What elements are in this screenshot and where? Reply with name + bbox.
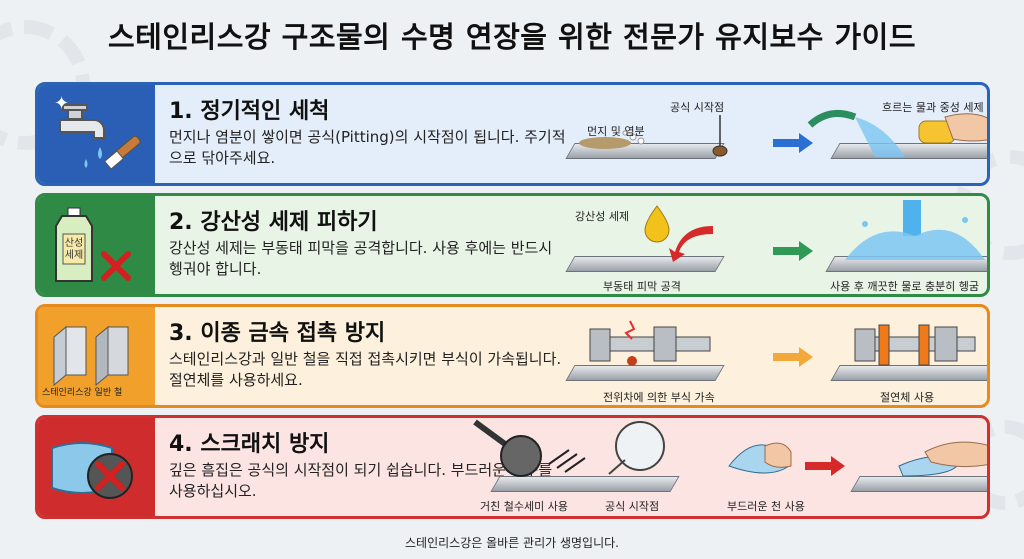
- label-rough-steel-wool: 거친 철수세미 사용: [480, 500, 568, 513]
- acid-drop-icon: [644, 205, 713, 262]
- cloth-scrubber-icon-panel: [38, 418, 155, 516]
- section-prevent-scratches: 4. 스크래치 방지 깊은 흠집은 공식의 시작점이 되기 쉽습니다. 부드러운…: [35, 415, 990, 519]
- footer-note: 스테인리스강은 올바른 관리가 생명입니다.: [405, 536, 619, 550]
- label-dust-salt: 먼지 및 염분: [587, 125, 645, 138]
- section-heading: 2. 강산성 세제 피하기: [169, 210, 378, 235]
- section-heading: 4. 스크래치 방지: [169, 432, 330, 457]
- section-heading: 3. 이종 금속 접촉 방지: [169, 321, 386, 346]
- metal-plates-label: 스테인리스강 일반 철: [42, 388, 123, 398]
- cloth-scrubber-icon: [51, 442, 133, 499]
- right-arrow-icon: [805, 456, 845, 476]
- page-title: 스테인리스강 구조물의 수명 연장을 위한 전문가 유지보수 가이드: [107, 20, 917, 54]
- section-description: 강산성 세제는 부동태 피막을 공격합니다. 사용 후에는 반드시 헹궈야 합니…: [169, 239, 553, 278]
- section-description: 깊은 흠집은 공식의 시작점이 되기 쉽습니다. 부드러운 도구를 사용하십시오…: [169, 461, 553, 500]
- faucet-brush-icon-panel: ✦: [38, 85, 155, 183]
- right-arrow-icon: [773, 133, 813, 153]
- acid-bottle-label: 산성 세제: [64, 238, 84, 261]
- faucet-icon: ✦: [54, 93, 141, 170]
- label-passive-film-attack: 부동태 피막 공격: [603, 280, 681, 293]
- dust-salt-particles: [579, 130, 645, 149]
- section-prevent-galvanic-contact: 스테인리스강 일반 철 3. 이종 금속 접촉 방지 스테인리스강과 일반 철을…: [35, 304, 990, 408]
- pit-start-marker: [712, 115, 728, 157]
- label-galvanic-corrosion: 전위차에 의한 부식 가속: [603, 391, 715, 404]
- steel-wool-icon: [473, 419, 665, 477]
- section-heading: 1. 정기적인 세척: [169, 99, 330, 124]
- metal-plates-icon: [53, 325, 129, 387]
- soft-cloth-icon: [728, 442, 792, 474]
- right-arrow-icon: [773, 347, 813, 367]
- label-water-detergent: 흐르는 물과 중성 세제: [882, 101, 984, 114]
- label-use-insulator: 절연체 사용: [880, 391, 935, 404]
- bolt-corrosion-icon: [589, 320, 711, 366]
- label-pit-start: 공식 시작점: [605, 500, 660, 513]
- acid-bottle-icon: [55, 207, 131, 282]
- right-arrow-icon: [773, 241, 813, 261]
- label-acid-cleaner: 강산성 세제: [575, 210, 630, 223]
- section-avoid-acid-cleaner: 산성 세제 2. 강산성 세제 피하기 강산성 세제는 부동태 피막을 공격합니…: [35, 193, 990, 297]
- wiping-hand-icon: [898, 441, 987, 477]
- acid-bottle-icon-panel: 산성 세제: [38, 196, 155, 294]
- section-description: 먼지나 염분이 쌓이면 공식(Pitting)의 시작점이 됩니다. 주기적으로…: [169, 128, 566, 167]
- label-pit-start: 공식 시작점: [670, 101, 725, 114]
- water-splash-icon: [845, 200, 985, 260]
- sponge-hand-icon: [918, 113, 987, 144]
- section-description: 스테인리스강과 일반 철을 직접 접촉시키면 부식이 가속됩니다. 절연체를 사…: [169, 350, 562, 389]
- water-hose-icon: [807, 109, 905, 157]
- svg-text:✦: ✦: [54, 93, 69, 114]
- bolt-insulator-icon: [854, 324, 976, 366]
- label-rinse-clean-water: 사용 후 깨끗한 물로 충분히 헹굼: [830, 280, 980, 293]
- label-soft-cloth: 부드러운 천 사용: [727, 500, 805, 513]
- metal-plates-icon-panel: 스테인리스강 일반 철: [38, 307, 155, 405]
- section-regular-cleaning: ✦ 1. 정기적인 세척 먼지나 염분이 쌓이면 공식(Pitting)의 시작…: [35, 82, 990, 186]
